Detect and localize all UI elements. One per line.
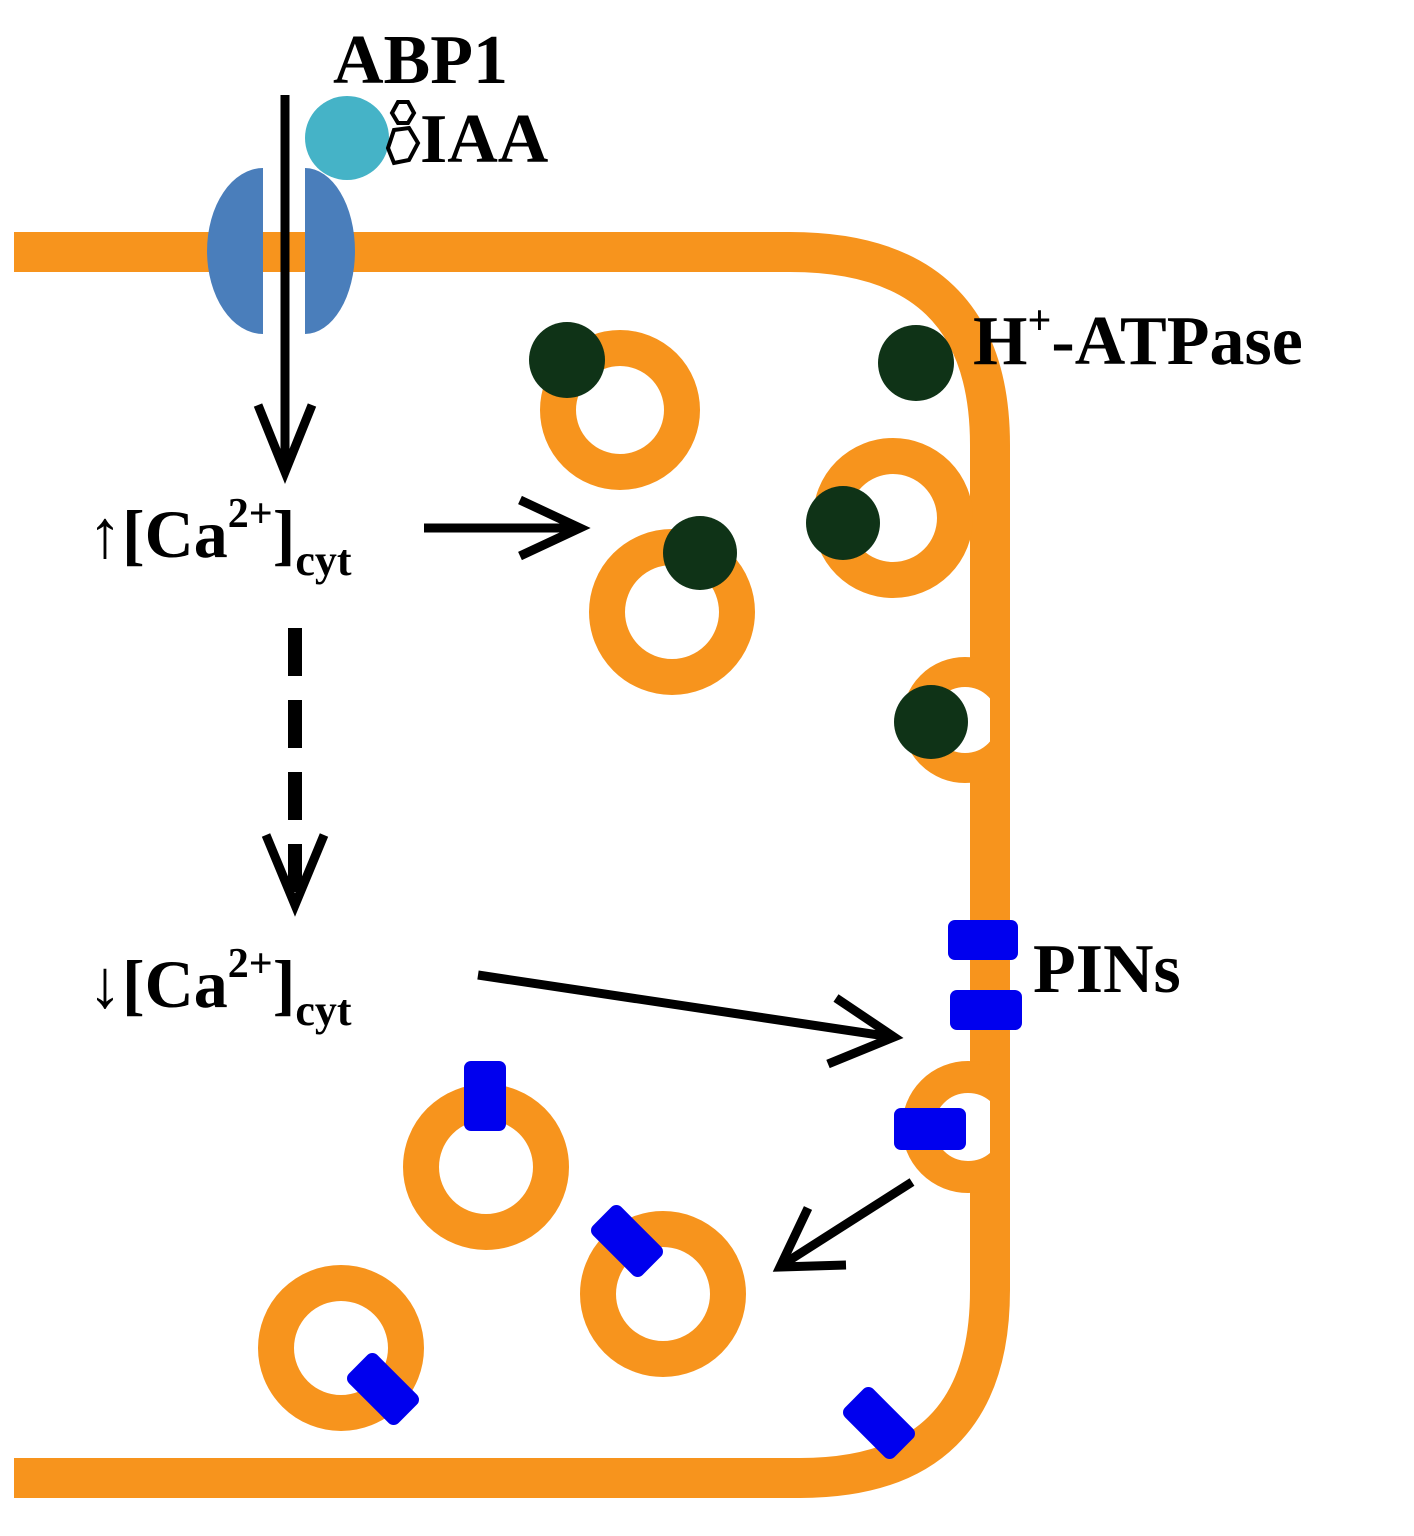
to-vesicles-arrowhead xyxy=(518,495,591,561)
h-atpase-proteins xyxy=(529,322,968,759)
h-atpase-dot xyxy=(529,322,605,398)
dashed-down-arrowhead xyxy=(261,833,329,917)
endocytosis-arrowhead xyxy=(772,1206,847,1272)
plasma-membrane xyxy=(14,232,1010,1498)
calcium-decrease-prefix: ↓[Ca xyxy=(88,946,228,1022)
vesicle xyxy=(540,330,700,490)
pin-block xyxy=(950,990,1022,1030)
calcium-decrease-bracket: ] xyxy=(272,946,296,1022)
h-atpase-label: H+-ATPase xyxy=(973,300,1303,377)
pin-block xyxy=(347,1353,419,1425)
calcium-increase-prefix: ↑[Ca xyxy=(88,496,228,572)
calcium-increase-charge: 2+ xyxy=(227,491,273,537)
abp1-receptor xyxy=(305,96,389,180)
calcium-decrease-charge: 2+ xyxy=(227,941,273,987)
calcium-decrease-subscript: cyt xyxy=(295,986,352,1035)
h-atpase-dot xyxy=(894,685,968,759)
h-atpase-label-h: H xyxy=(973,303,1028,380)
vesicle xyxy=(258,1265,424,1431)
iaa-molecule-icon xyxy=(385,100,421,166)
pin-proteins xyxy=(347,920,1022,1459)
pin-block xyxy=(591,1205,663,1277)
h-atpase-label-rest: -ATPase xyxy=(1051,303,1303,380)
calcium-increase-label: ↑[Ca2+]cyt xyxy=(88,493,352,583)
calcium-channel xyxy=(207,168,355,334)
h-atpase-dot xyxy=(663,516,737,590)
channel-right-half xyxy=(305,168,355,334)
pin-block xyxy=(894,1108,966,1150)
endocytosis-arrow xyxy=(779,1178,915,1269)
arrows xyxy=(253,95,915,1272)
calcium-increase-bracket: ] xyxy=(272,496,296,572)
vesicles xyxy=(258,330,755,1431)
h-atpase-label-charge: + xyxy=(1027,298,1052,344)
to-pins-arrow xyxy=(477,970,893,1042)
h-atpase-dot xyxy=(878,325,954,401)
pin-block xyxy=(948,920,1018,960)
channel-left-half xyxy=(207,168,263,334)
calcium-decrease-label: ↓[Ca2+]cyt xyxy=(88,943,352,1033)
pins-label: PINs xyxy=(1033,931,1181,1008)
iaa-label: IAA xyxy=(420,101,549,178)
to-pins-arrowhead xyxy=(826,994,904,1069)
pin-block xyxy=(843,1387,915,1459)
vesicle xyxy=(580,1211,746,1377)
main-down-arrowhead xyxy=(253,403,317,485)
abp1-label: ABP1 xyxy=(333,22,508,99)
calcium-increase-subscript: cyt xyxy=(295,536,352,585)
pin-block xyxy=(464,1061,506,1131)
h-atpase-dot xyxy=(806,486,880,560)
